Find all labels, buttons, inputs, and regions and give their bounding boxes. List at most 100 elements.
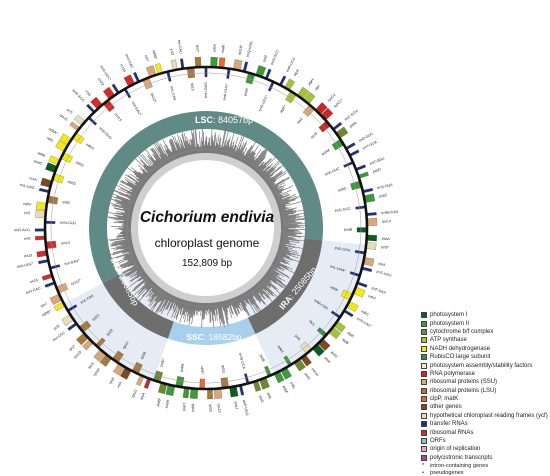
legend-item: photosystem II [421, 319, 549, 327]
gene-block-rps14 [366, 218, 378, 226]
gene-label: ndhB* [41, 309, 52, 317]
legend-intron-note: * intron-containing genes [422, 462, 489, 469]
gene-label: rpl32 [62, 200, 71, 205]
gene-label: atpH [307, 77, 315, 86]
gene-label: rpl16* [93, 367, 102, 377]
gene-label: ycf1 [66, 108, 74, 115]
legend-label: RubisCO large subunit [430, 354, 491, 361]
gene-label: petN [349, 121, 358, 129]
gene-label: trnT-UGU [376, 270, 392, 278]
gene-label: trnI-CAU [177, 40, 183, 55]
legend-swatch [421, 446, 427, 453]
gene-label: psbA [212, 43, 216, 52]
gene-label: psbC [338, 186, 348, 192]
gene-label: psaI [324, 356, 332, 364]
gene-label: petL [266, 392, 272, 400]
legend-swatch [421, 320, 427, 327]
gene-label: ndhD [67, 180, 77, 187]
gene-label: ndhK [329, 285, 339, 292]
legend-swatch [421, 345, 427, 352]
gene-label: trnI-CAU [52, 331, 66, 343]
legend-swatch [421, 387, 427, 394]
intron-marker: * [422, 462, 425, 469]
gene-label: rpoC2 [327, 93, 337, 103]
gene-label: psaJ [233, 401, 238, 409]
legend-pseudogene-note: • pseudogenes [422, 469, 464, 476]
gene-label: psbD [372, 167, 382, 174]
legend-item: hypothetical chloroplast reading frames … [421, 412, 549, 420]
legend-item: cytochrome b/f complex [421, 328, 549, 336]
legend-item: ribosomal proteins (SSU) [421, 378, 549, 386]
legend-label: photosystem assembly/stability factors [430, 362, 533, 369]
legend-label: RNA polymerase [430, 370, 476, 377]
gene-block-trnfmcau [366, 212, 377, 216]
gene-label: rps7 [40, 302, 48, 309]
legend-item: polycistronic transcripts [421, 454, 549, 462]
gene-label: rrn23 [97, 77, 105, 86]
gene-label: atpI [314, 84, 321, 91]
gene-label: psaA [382, 237, 391, 242]
genome-backbone-circle [43, 65, 369, 391]
gene-label: trnV-UAC* [356, 317, 373, 329]
gene-label: psbL [289, 381, 296, 390]
ira-ring-segment [247, 238, 323, 335]
gene-label: rpl33 [221, 365, 226, 373]
gene-label: rps12* [70, 278, 82, 286]
gene-label: trnH-GUG [204, 82, 208, 98]
legend-swatch [421, 379, 427, 386]
legend-label: cytochrome b/f complex [430, 328, 494, 335]
gene-label: trnN-GUU [60, 221, 77, 226]
gene-label: psaC [33, 159, 43, 166]
legend-label: ribosomal proteins (LSU) [430, 387, 497, 394]
region-ring [89, 111, 323, 345]
legend-swatch [421, 412, 427, 419]
gene-label: ndhG [75, 160, 85, 168]
legend-item: NADH dehydrogenase [421, 345, 549, 353]
gene-label: psbB [191, 403, 196, 412]
legend-swatch [421, 438, 427, 445]
gene-label: trnV-GAC [25, 286, 41, 295]
gene-label: ndhE [37, 151, 47, 158]
gene-label: rps3 [87, 362, 95, 370]
gene-label: rrn23 [24, 253, 33, 258]
center-disc [138, 160, 274, 296]
gene-label: rbcL [308, 319, 316, 327]
gene-label: rpl14 [122, 341, 130, 350]
legend-item: clpP, matK [421, 395, 549, 403]
legend-label: photosystem II [430, 320, 470, 327]
gene-label: psbI [262, 55, 268, 63]
legend-item: ATP synthase [421, 336, 549, 344]
gene-label: trnS-UGA [377, 183, 394, 191]
gene-label: trnR-ACG [71, 89, 85, 103]
inner-thin-circle [50, 72, 362, 384]
legend-item: ribosomal RNAs [421, 428, 549, 436]
legend-label: ribosomal proteins (SSU) [430, 379, 498, 386]
gene-label: infA [116, 381, 123, 389]
gene-label: ycf3* [381, 245, 390, 250]
gene-label: trnL-UAG [19, 183, 35, 190]
gene-label: rrn5 [24, 237, 31, 241]
gene-block-rpl2 [194, 56, 202, 68]
gene-label: trnQ-UUG [246, 41, 254, 58]
gene-label: rps12* [150, 92, 158, 104]
lsc-ring-segment [89, 111, 323, 283]
legend-label: photosystem I [430, 312, 468, 319]
gene-label: ndhH [85, 143, 95, 151]
gene-label: ndhB* [151, 49, 158, 60]
gene-label: rps8 [108, 377, 115, 385]
genome-length: 152,809 bp [182, 258, 232, 269]
gene-label: psbM [321, 148, 331, 156]
gene-label: trnK-UUU* [222, 83, 228, 101]
legend-label: NADH dehydrogenase [430, 345, 491, 352]
gene-label: trnS-GGA [334, 246, 351, 252]
gene-label: atpA [293, 68, 300, 77]
gene-label: trnE-UUC [324, 166, 340, 176]
gene-label: trnS-GCU [270, 49, 280, 65]
gene-label: rpl20 [208, 404, 212, 412]
gene-label: ycf1 [24, 211, 31, 216]
legend-label: ribosomal RNAs [430, 429, 474, 436]
legend-swatch [421, 312, 427, 319]
gene-label: trnL-CAA [169, 86, 177, 102]
